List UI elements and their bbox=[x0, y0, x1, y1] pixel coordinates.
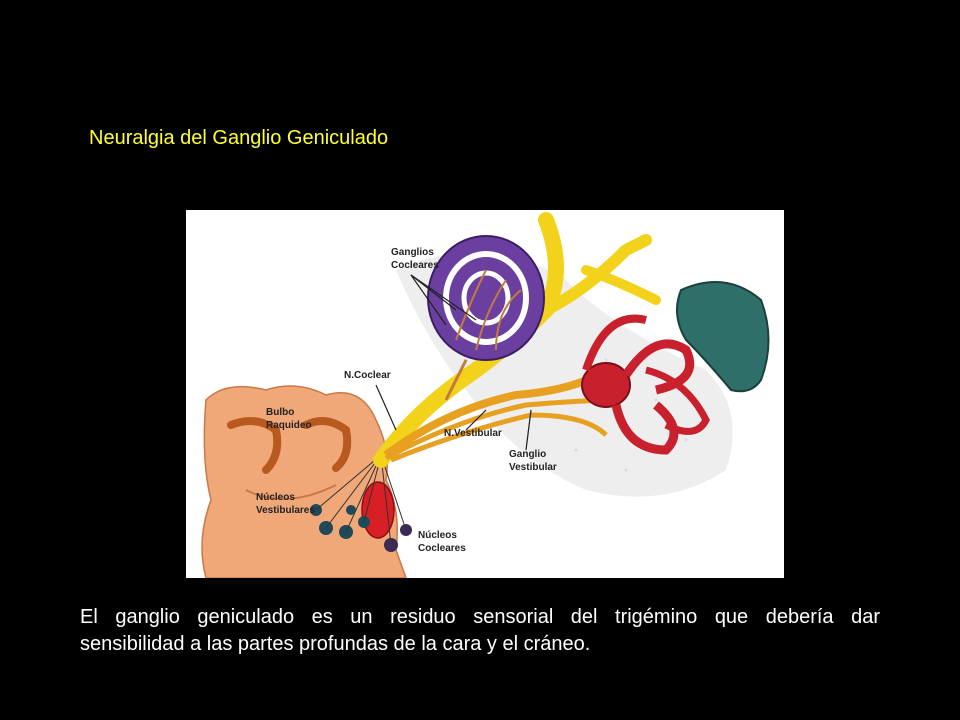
labyrinth-shape bbox=[581, 314, 710, 455]
label-bulbo-2: Raquideo bbox=[266, 420, 312, 431]
label-n-vestibular: N.Vestibular bbox=[444, 428, 502, 439]
brainstem-shape bbox=[201, 385, 407, 578]
slide-title: Neuralgia del Ganglio Geniculado bbox=[89, 127, 389, 149]
ear-anatomy-illustration: Ganglios Cocleares N.Coclear Bulbo Raqui… bbox=[186, 210, 784, 578]
bone-shape bbox=[676, 281, 770, 393]
body-line-1: El ganglio geniculado es un residuo sens… bbox=[80, 606, 880, 628]
ear-anatomy-drawing: Ganglios Cocleares N.Coclear Bulbo Raqui… bbox=[201, 212, 770, 578]
label-ganglio-vestibular-2: Vestibular bbox=[509, 462, 557, 473]
label-nucleos-cocleares-2: Cocleares bbox=[418, 543, 466, 554]
label-ganglio-vestibular-1: Ganglio bbox=[509, 449, 546, 460]
slide-body-text: El ganglio geniculado es un residuo sens… bbox=[80, 604, 880, 658]
label-leader-lines bbox=[375, 274, 532, 451]
label-bulbo-1: Bulbo bbox=[266, 407, 294, 418]
label-nucleos-vestibulares-2: Vestibulares bbox=[256, 505, 315, 516]
body-line-2: sensibilidad a las partes profundas de l… bbox=[80, 633, 591, 655]
label-nucleos-vestibulares-1: Núcleos bbox=[256, 492, 295, 503]
label-n-coclear: N.Coclear bbox=[344, 370, 391, 381]
cochlea-shape bbox=[427, 235, 545, 401]
label-ganglios-cocleares-1: Ganglios bbox=[391, 247, 434, 258]
nuclei-fibers bbox=[315, 454, 407, 546]
label-nucleos-cocleares-1: Núcleos bbox=[418, 530, 457, 541]
label-ganglios-cocleares-2: Cocleares bbox=[391, 260, 439, 271]
